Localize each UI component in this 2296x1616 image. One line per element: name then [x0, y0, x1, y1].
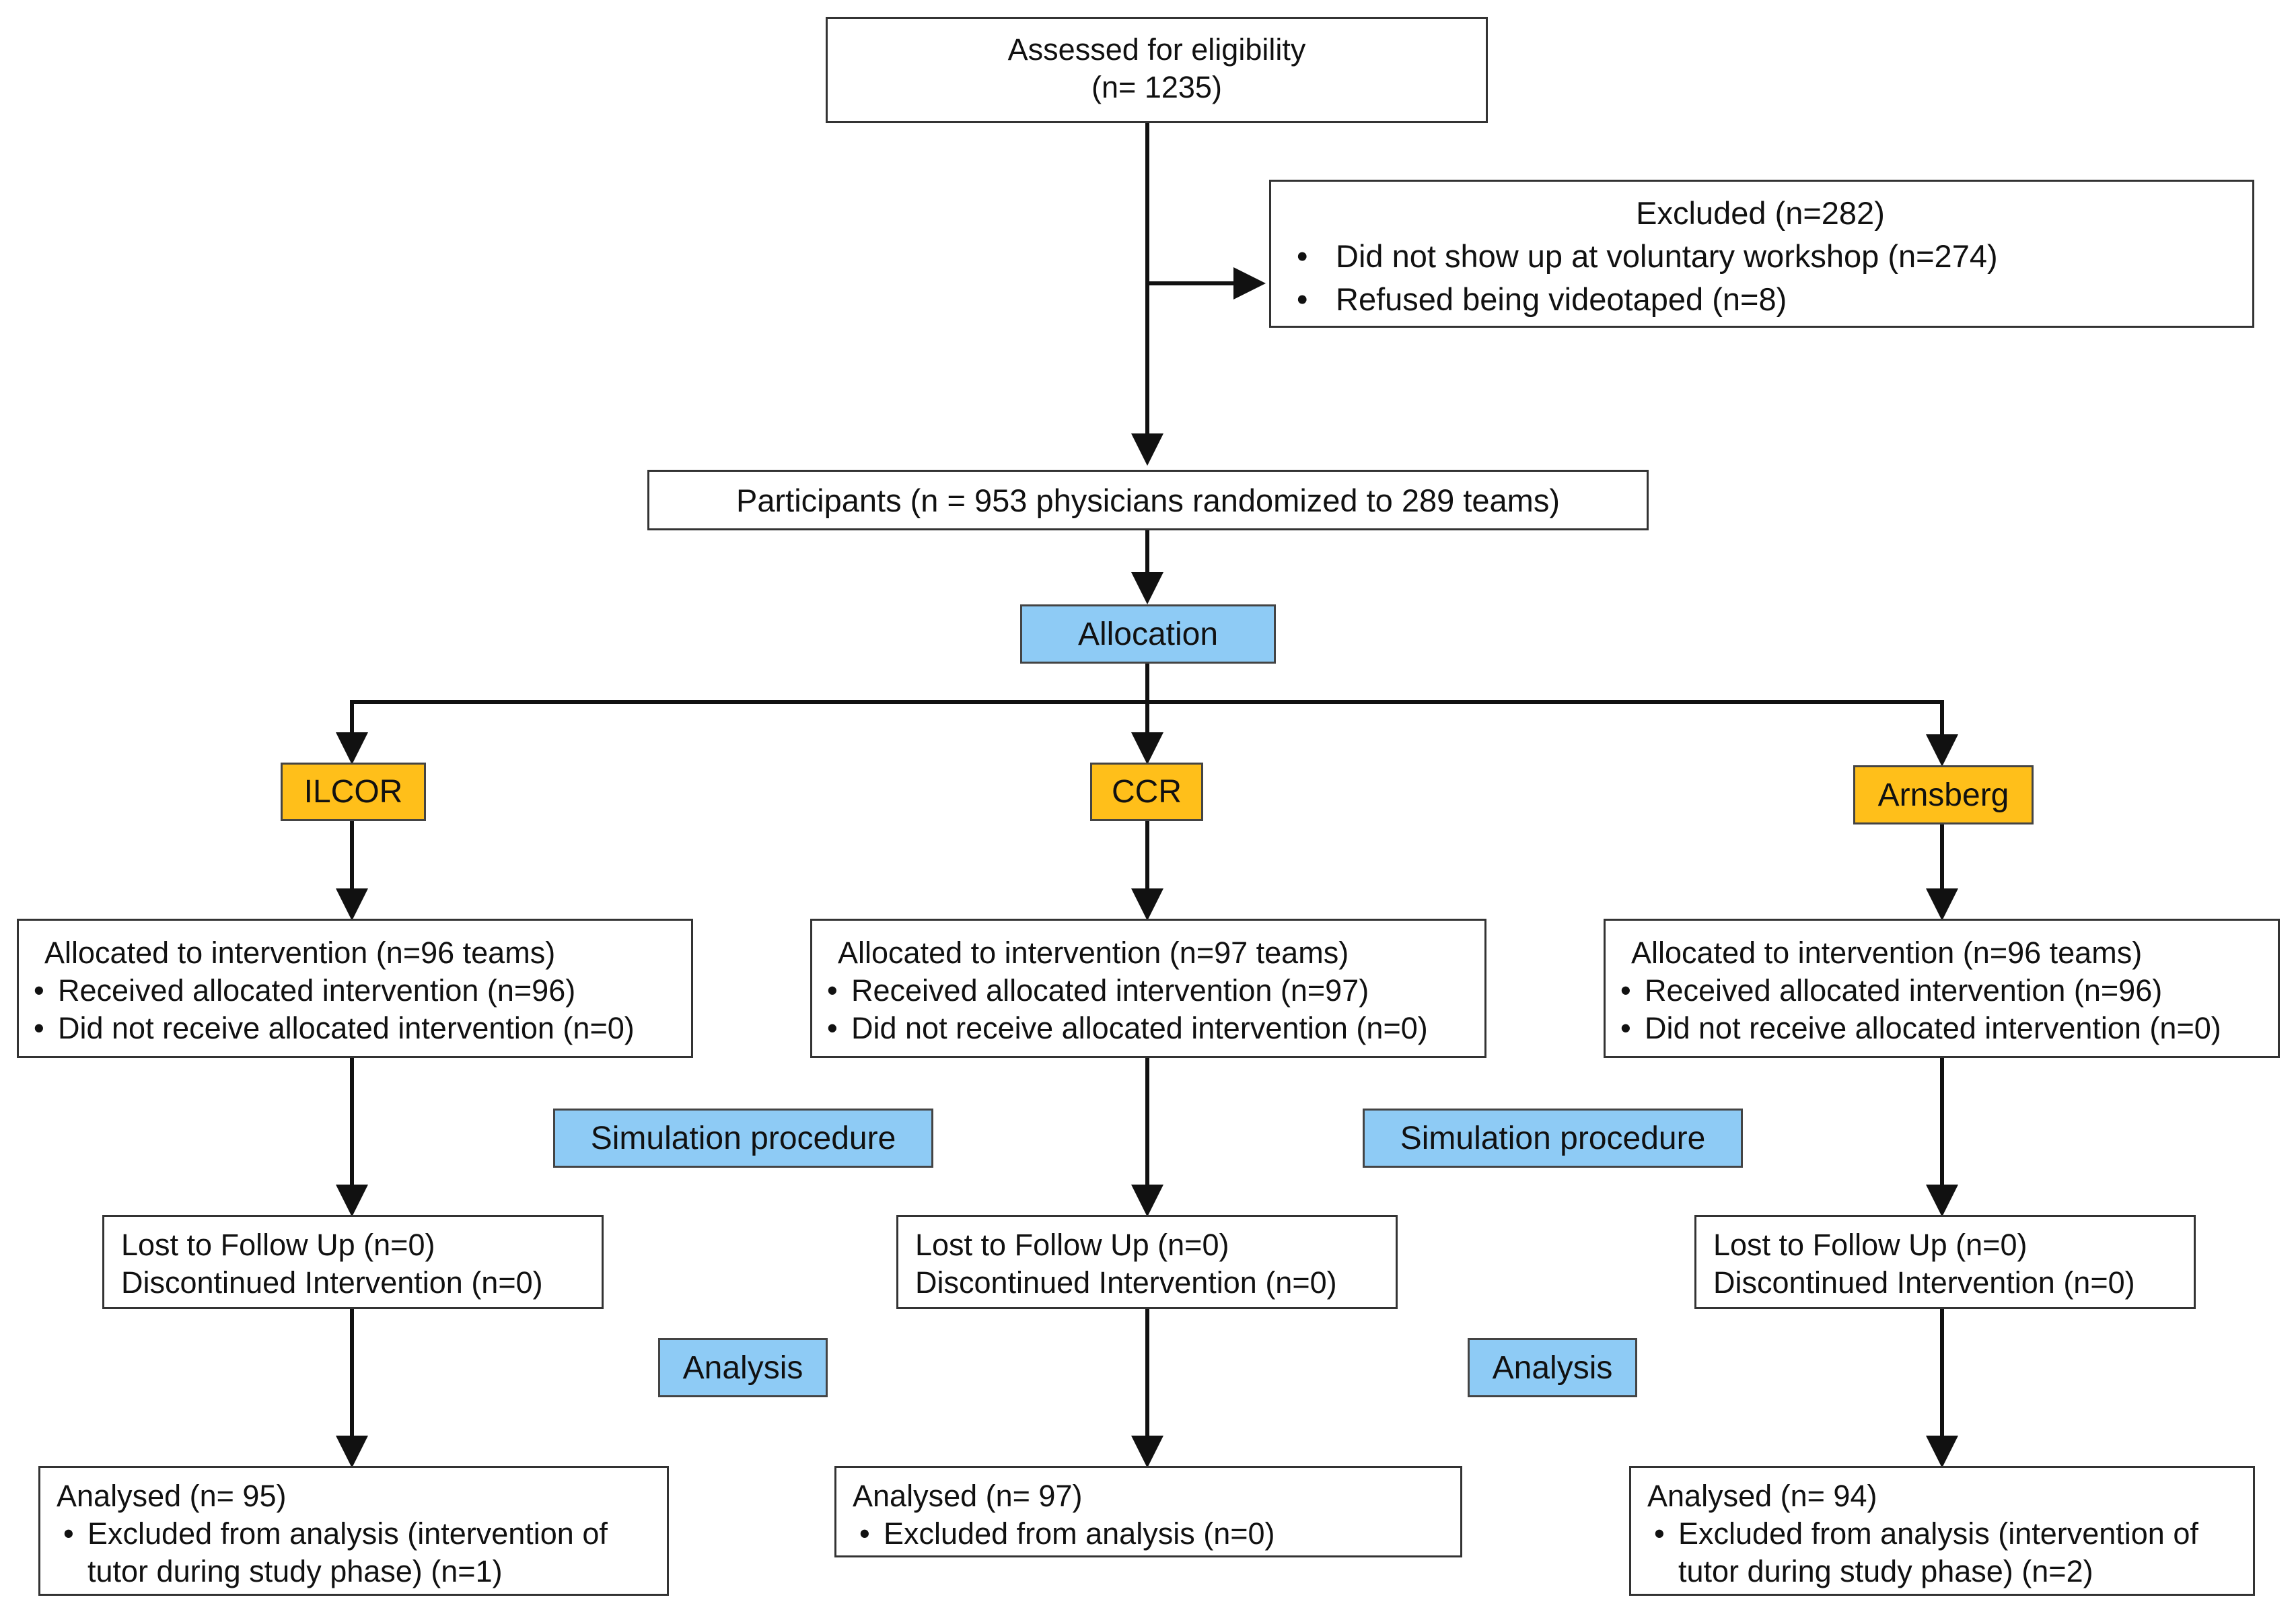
analysed-box-ilcor: Analysed (n= 95) Excluded from analysis …: [38, 1466, 669, 1596]
lost-to-follow-up: Lost to Follow Up (n=0): [915, 1228, 1229, 1262]
lost-to-follow-up: Lost to Follow Up (n=0): [121, 1228, 435, 1262]
followup-box-arnsberg: Lost to Follow Up (n=0) Discontinued Int…: [1694, 1215, 2196, 1309]
arm-name: Arnsberg: [1877, 777, 2009, 813]
allocated-item: Did not receive allocated intervention (…: [1614, 1010, 2271, 1047]
allocated-item: Received allocated intervention (n=96): [27, 972, 684, 1010]
discontinued-intervention: Discontinued Intervention (n=0): [1713, 1265, 2135, 1300]
allocated-list: Received allocated intervention (n=96) D…: [27, 972, 684, 1047]
arm-label-arnsberg: Arnsberg: [1853, 765, 2034, 824]
analysed-list: Excluded from analysis (intervention of …: [1647, 1515, 2245, 1590]
analysis-phase-text: Analysis: [1492, 1349, 1613, 1386]
eligibility-box: Assessed for eligibility (n= 1235): [826, 17, 1488, 123]
analysis-phase-label: Analysis: [658, 1338, 828, 1397]
excluded-item: Refused being videotaped (n=8): [1282, 278, 2239, 321]
allocated-item: Received allocated intervention (n=96): [1614, 972, 2271, 1010]
analysed-box-ccr: Analysed (n= 97) Excluded from analysis …: [834, 1466, 1462, 1557]
analysis-phase-label: Analysis: [1468, 1338, 1637, 1397]
simulation-phase-text: Simulation procedure: [1400, 1120, 1706, 1156]
participants-box: Participants (n = 953 physicians randomi…: [647, 470, 1649, 530]
allocation-phase-label: Allocation: [1020, 604, 1276, 664]
eligibility-title: Assessed for eligibility: [1007, 32, 1306, 67]
analysed-item: Excluded from analysis (intervention of …: [57, 1515, 659, 1590]
allocated-title: Allocated to intervention (n=96 teams): [1631, 936, 2143, 970]
analysis-phase-text: Analysis: [682, 1349, 803, 1386]
allocated-item: Did not receive allocated intervention (…: [27, 1010, 684, 1047]
arm-name: ILCOR: [303, 774, 403, 810]
analysed-list: Excluded from analysis (n=0): [853, 1515, 1452, 1553]
arm-name: CCR: [1112, 774, 1182, 810]
analysed-box-arnsberg: Analysed (n= 94) Excluded from analysis …: [1629, 1466, 2255, 1596]
followup-box-ccr: Lost to Follow Up (n=0) Discontinued Int…: [896, 1215, 1398, 1309]
analysed-item: Excluded from analysis (n=0): [853, 1515, 1452, 1553]
arm-label-ccr: CCR: [1090, 763, 1203, 821]
analysed-title: Analysed (n= 95): [57, 1479, 287, 1513]
excluded-box: Excluded (n=282) Did not show up at volu…: [1269, 180, 2254, 328]
discontinued-intervention: Discontinued Intervention (n=0): [915, 1265, 1337, 1300]
simulation-phase-label: Simulation procedure: [1363, 1109, 1743, 1168]
allocated-item: Did not receive allocated intervention (…: [820, 1010, 1478, 1047]
allocated-title: Allocated to intervention (n=97 teams): [838, 936, 1349, 970]
eligibility-count: (n= 1235): [1091, 70, 1222, 104]
allocated-list: Received allocated intervention (n=96) D…: [1614, 972, 2271, 1047]
allocated-box-ccr: Allocated to intervention (n=97 teams) R…: [810, 919, 1486, 1058]
allocated-box-arnsberg: Allocated to intervention (n=96 teams) R…: [1604, 919, 2280, 1058]
participants-label: Participants (n = 953 physicians randomi…: [736, 483, 1560, 518]
simulation-phase-label: Simulation procedure: [553, 1109, 933, 1168]
excluded-title: Excluded (n=282): [1636, 195, 1885, 231]
discontinued-intervention: Discontinued Intervention (n=0): [121, 1265, 543, 1300]
arm-label-ilcor: ILCOR: [281, 763, 426, 821]
analysed-list: Excluded from analysis (intervention of …: [57, 1515, 659, 1590]
simulation-phase-text: Simulation procedure: [590, 1120, 896, 1156]
allocated-list: Received allocated intervention (n=97) D…: [820, 972, 1478, 1047]
allocated-box-ilcor: Allocated to intervention (n=96 teams) R…: [17, 919, 693, 1058]
analysed-title: Analysed (n= 94): [1647, 1479, 1877, 1513]
lost-to-follow-up: Lost to Follow Up (n=0): [1713, 1228, 2028, 1262]
analysed-item: Excluded from analysis (intervention of …: [1647, 1515, 2245, 1590]
excluded-item: Did not show up at voluntary workshop (n…: [1282, 235, 2239, 278]
allocated-title: Allocated to intervention (n=96 teams): [44, 936, 556, 970]
allocated-item: Received allocated intervention (n=97): [820, 972, 1478, 1010]
followup-box-ilcor: Lost to Follow Up (n=0) Discontinued Int…: [102, 1215, 604, 1309]
analysed-title: Analysed (n= 97): [853, 1479, 1083, 1513]
excluded-list: Did not show up at voluntary workshop (n…: [1282, 235, 2239, 321]
allocation-phase-text: Allocation: [1077, 616, 1219, 652]
